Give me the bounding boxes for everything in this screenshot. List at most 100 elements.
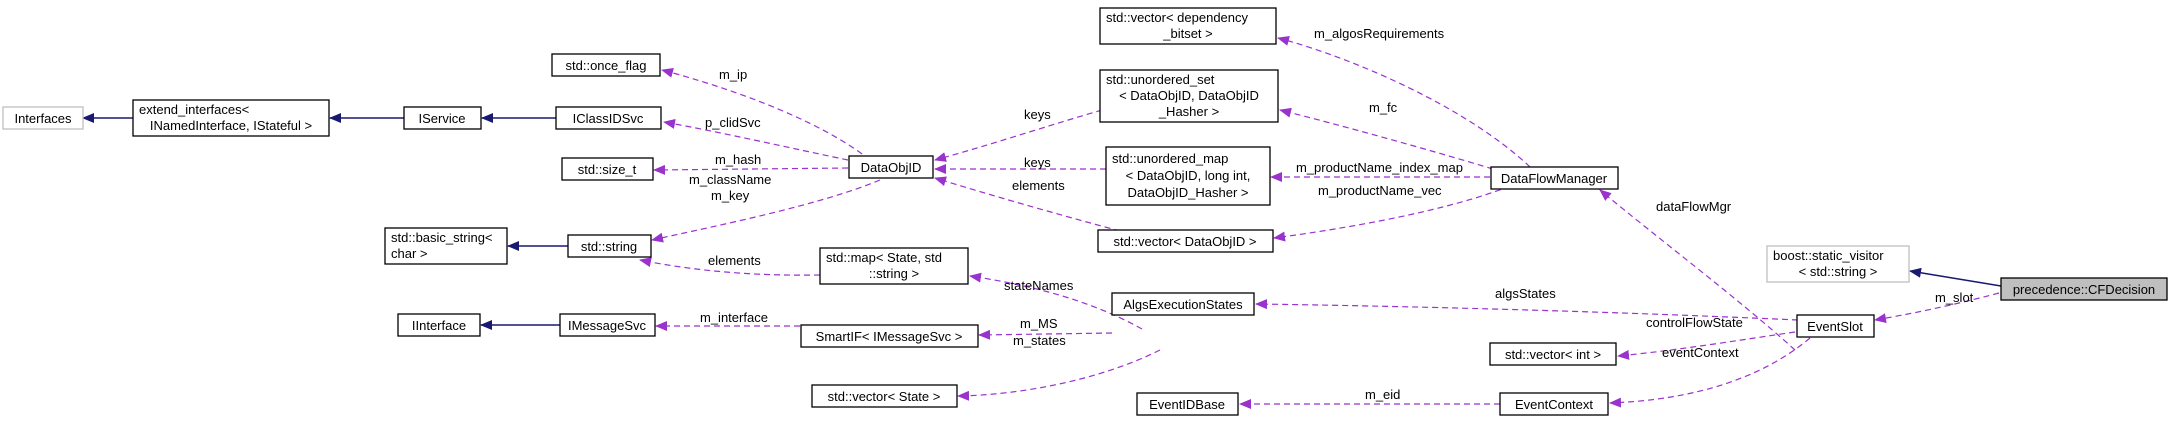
svg-text:extend_interfaces<: extend_interfaces< xyxy=(139,102,249,117)
node-smartif[interactable]: SmartIF< IMessageSvc > xyxy=(800,324,979,348)
edge-eventcontext xyxy=(1609,337,1811,408)
node-eventidbase[interactable]: EventIDBase xyxy=(1136,392,1239,416)
node-extend-interfaces[interactable]: extend_interfaces< INamedInterface, ISta… xyxy=(132,99,330,137)
node-eventslot[interactable]: EventSlot xyxy=(1796,314,1875,338)
edge-m-classname-m-key xyxy=(651,179,881,243)
label-controlflowstate: controlFlowState xyxy=(1646,315,1743,330)
svg-text:AlgsExecutionStates: AlgsExecutionStates xyxy=(1123,297,1243,312)
svg-text:INamedInterface, IStateful >: INamedInterface, IStateful > xyxy=(150,118,312,133)
node-map-state[interactable]: std::map< State, std ::string > xyxy=(819,247,969,285)
svg-text:SmartIF< IMessageSvc >: SmartIF< IMessageSvc > xyxy=(816,329,963,344)
edge-dataflowmgr xyxy=(1599,189,1796,351)
svg-text:::string >: ::string > xyxy=(869,266,919,281)
svg-text:char >: char > xyxy=(391,246,428,261)
node-unordered-map[interactable]: std::unordered_map < DataObjID, long int… xyxy=(1105,146,1271,206)
edge-controlflowstate xyxy=(1617,331,1796,360)
svg-text:EventIDBase: EventIDBase xyxy=(1149,397,1225,412)
label-m-eid: m_eid xyxy=(1365,387,1400,402)
edge-statenames xyxy=(969,272,1143,330)
usage-edges xyxy=(639,36,2000,409)
svg-text:EventContext: EventContext xyxy=(1515,397,1593,412)
label-statenames: stateNames xyxy=(1004,278,1074,293)
node-vector-int[interactable]: std::vector< int > xyxy=(1489,342,1617,366)
svg-text:EventSlot: EventSlot xyxy=(1807,319,1863,334)
label-dataflowmgr: dataFlowMgr xyxy=(1656,199,1732,214)
edge-p-clidsvc xyxy=(663,119,849,161)
svg-text:std::vector< DataObjID >: std::vector< DataObjID > xyxy=(1113,234,1256,249)
label-elements-vector: elements xyxy=(1012,178,1065,193)
node-dataflowmanager[interactable]: DataFlowManager xyxy=(1490,166,1619,190)
inheritance-edges xyxy=(82,113,2002,330)
label-m-ms: m_MS xyxy=(1020,316,1058,331)
label-m-hash: m_hash xyxy=(715,152,761,167)
node-string[interactable]: std::string xyxy=(567,234,652,258)
node-imessagesvc[interactable]: IMessageSvc xyxy=(559,313,656,337)
node-algsexecutionstates[interactable]: AlgsExecutionStates xyxy=(1111,292,1255,316)
label-elements-string: elements xyxy=(708,253,761,268)
edge-m-states xyxy=(957,349,1161,401)
label-m-key: m_key xyxy=(711,188,750,203)
svg-text:std::vector< int >: std::vector< int > xyxy=(1505,347,1601,362)
label-m-ip: m_ip xyxy=(719,67,747,82)
label-keys-set: keys xyxy=(1024,107,1051,122)
svg-text:IClassIDSvc: IClassIDSvc xyxy=(573,111,644,126)
svg-text:< DataObjID, DataObjID: < DataObjID, DataObjID xyxy=(1119,88,1259,103)
node-static-visitor[interactable]: boost::static_visitor < std::string > xyxy=(1766,245,1910,283)
svg-text:std::unordered_set: std::unordered_set xyxy=(1106,72,1215,87)
node-cfdecision[interactable]: precedence::CFDecision xyxy=(2000,277,2168,301)
edge-cfdecision-to-staticvisitor xyxy=(1909,267,2002,287)
label-p-clidsvc: p_clidSvc xyxy=(705,115,761,130)
svg-text:std::once_flag: std::once_flag xyxy=(566,58,647,73)
node-interfaces[interactable]: Interfaces xyxy=(2,106,84,130)
node-once-flag[interactable]: std::once_flag xyxy=(551,53,661,77)
node-iclassidsvc[interactable]: IClassIDSvc xyxy=(555,106,662,130)
edge-m-slot xyxy=(1874,292,2000,324)
node-iinterface[interactable]: IInterface xyxy=(397,313,481,337)
edge-m-productname-vec xyxy=(1273,185,1511,242)
label-m-states: m_states xyxy=(1013,333,1066,348)
node-basic-string[interactable]: std::basic_string< char > xyxy=(384,227,508,265)
edge-m-hash xyxy=(653,164,849,175)
node-vector-dependency-bitset[interactable]: std::vector< dependency _bitset > xyxy=(1099,7,1277,45)
svg-text:DataObjID: DataObjID xyxy=(861,160,922,175)
edge-m-ms xyxy=(978,329,1113,340)
svg-text:boost::static_visitor: boost::static_visitor xyxy=(1773,248,1884,263)
svg-text:< std::string >: < std::string > xyxy=(1799,264,1878,279)
label-m-slot: m_slot xyxy=(1935,290,1974,305)
label-m-productname-index-map: m_productName_index_map xyxy=(1296,160,1463,175)
svg-text:std::unordered_map: std::unordered_map xyxy=(1112,151,1228,166)
svg-text:_Hasher >: _Hasher > xyxy=(1158,104,1219,119)
svg-text:std::basic_string<: std::basic_string< xyxy=(391,230,493,245)
node-dataobjid[interactable]: DataObjID xyxy=(848,155,934,179)
svg-text:std::vector< State >: std::vector< State > xyxy=(828,389,941,404)
edge-m-fc xyxy=(1279,107,1494,170)
edge-m-algosrequirements xyxy=(1277,36,1531,168)
node-vector-state[interactable]: std::vector< State > xyxy=(811,384,958,408)
label-m-productname-vec: m_productName_vec xyxy=(1318,183,1442,198)
svg-text:IService: IService xyxy=(419,111,466,126)
edge-algsstates xyxy=(1255,299,1799,321)
svg-text:std::size_t: std::size_t xyxy=(578,162,637,177)
svg-text:_bitset >: _bitset > xyxy=(1162,26,1213,41)
label-m-classname: m_className xyxy=(689,172,771,187)
svg-text:IMessageSvc: IMessageSvc xyxy=(568,318,647,333)
edge-elements-string xyxy=(639,257,821,276)
node-eventcontext[interactable]: EventContext xyxy=(1499,392,1609,416)
node-vector-dataobjid[interactable]: std::vector< DataObjID > xyxy=(1097,229,1274,253)
svg-text:precedence::CFDecision: precedence::CFDecision xyxy=(2013,282,2155,297)
label-eventcontext: eventContext xyxy=(1662,345,1739,360)
nodes: Interfaces extend_interfaces< INamedInte… xyxy=(2,7,2168,416)
edge-m-ip xyxy=(661,67,871,161)
svg-text:Interfaces: Interfaces xyxy=(14,111,72,126)
label-m-fc: m_fc xyxy=(1369,100,1398,115)
svg-text:IInterface: IInterface xyxy=(412,318,466,333)
svg-text:DataObjID_Hasher >: DataObjID_Hasher > xyxy=(1127,185,1248,200)
node-unordered-set[interactable]: std::unordered_set < DataObjID, DataObjI… xyxy=(1099,69,1279,123)
node-size-t[interactable]: std::size_t xyxy=(561,157,654,181)
node-iservice[interactable]: IService xyxy=(403,106,482,130)
label-keys-map: keys xyxy=(1024,155,1051,170)
edge-elements-vector xyxy=(934,176,1121,232)
label-algsstates: algsStates xyxy=(1495,286,1556,301)
svg-text:DataFlowManager: DataFlowManager xyxy=(1501,171,1608,186)
